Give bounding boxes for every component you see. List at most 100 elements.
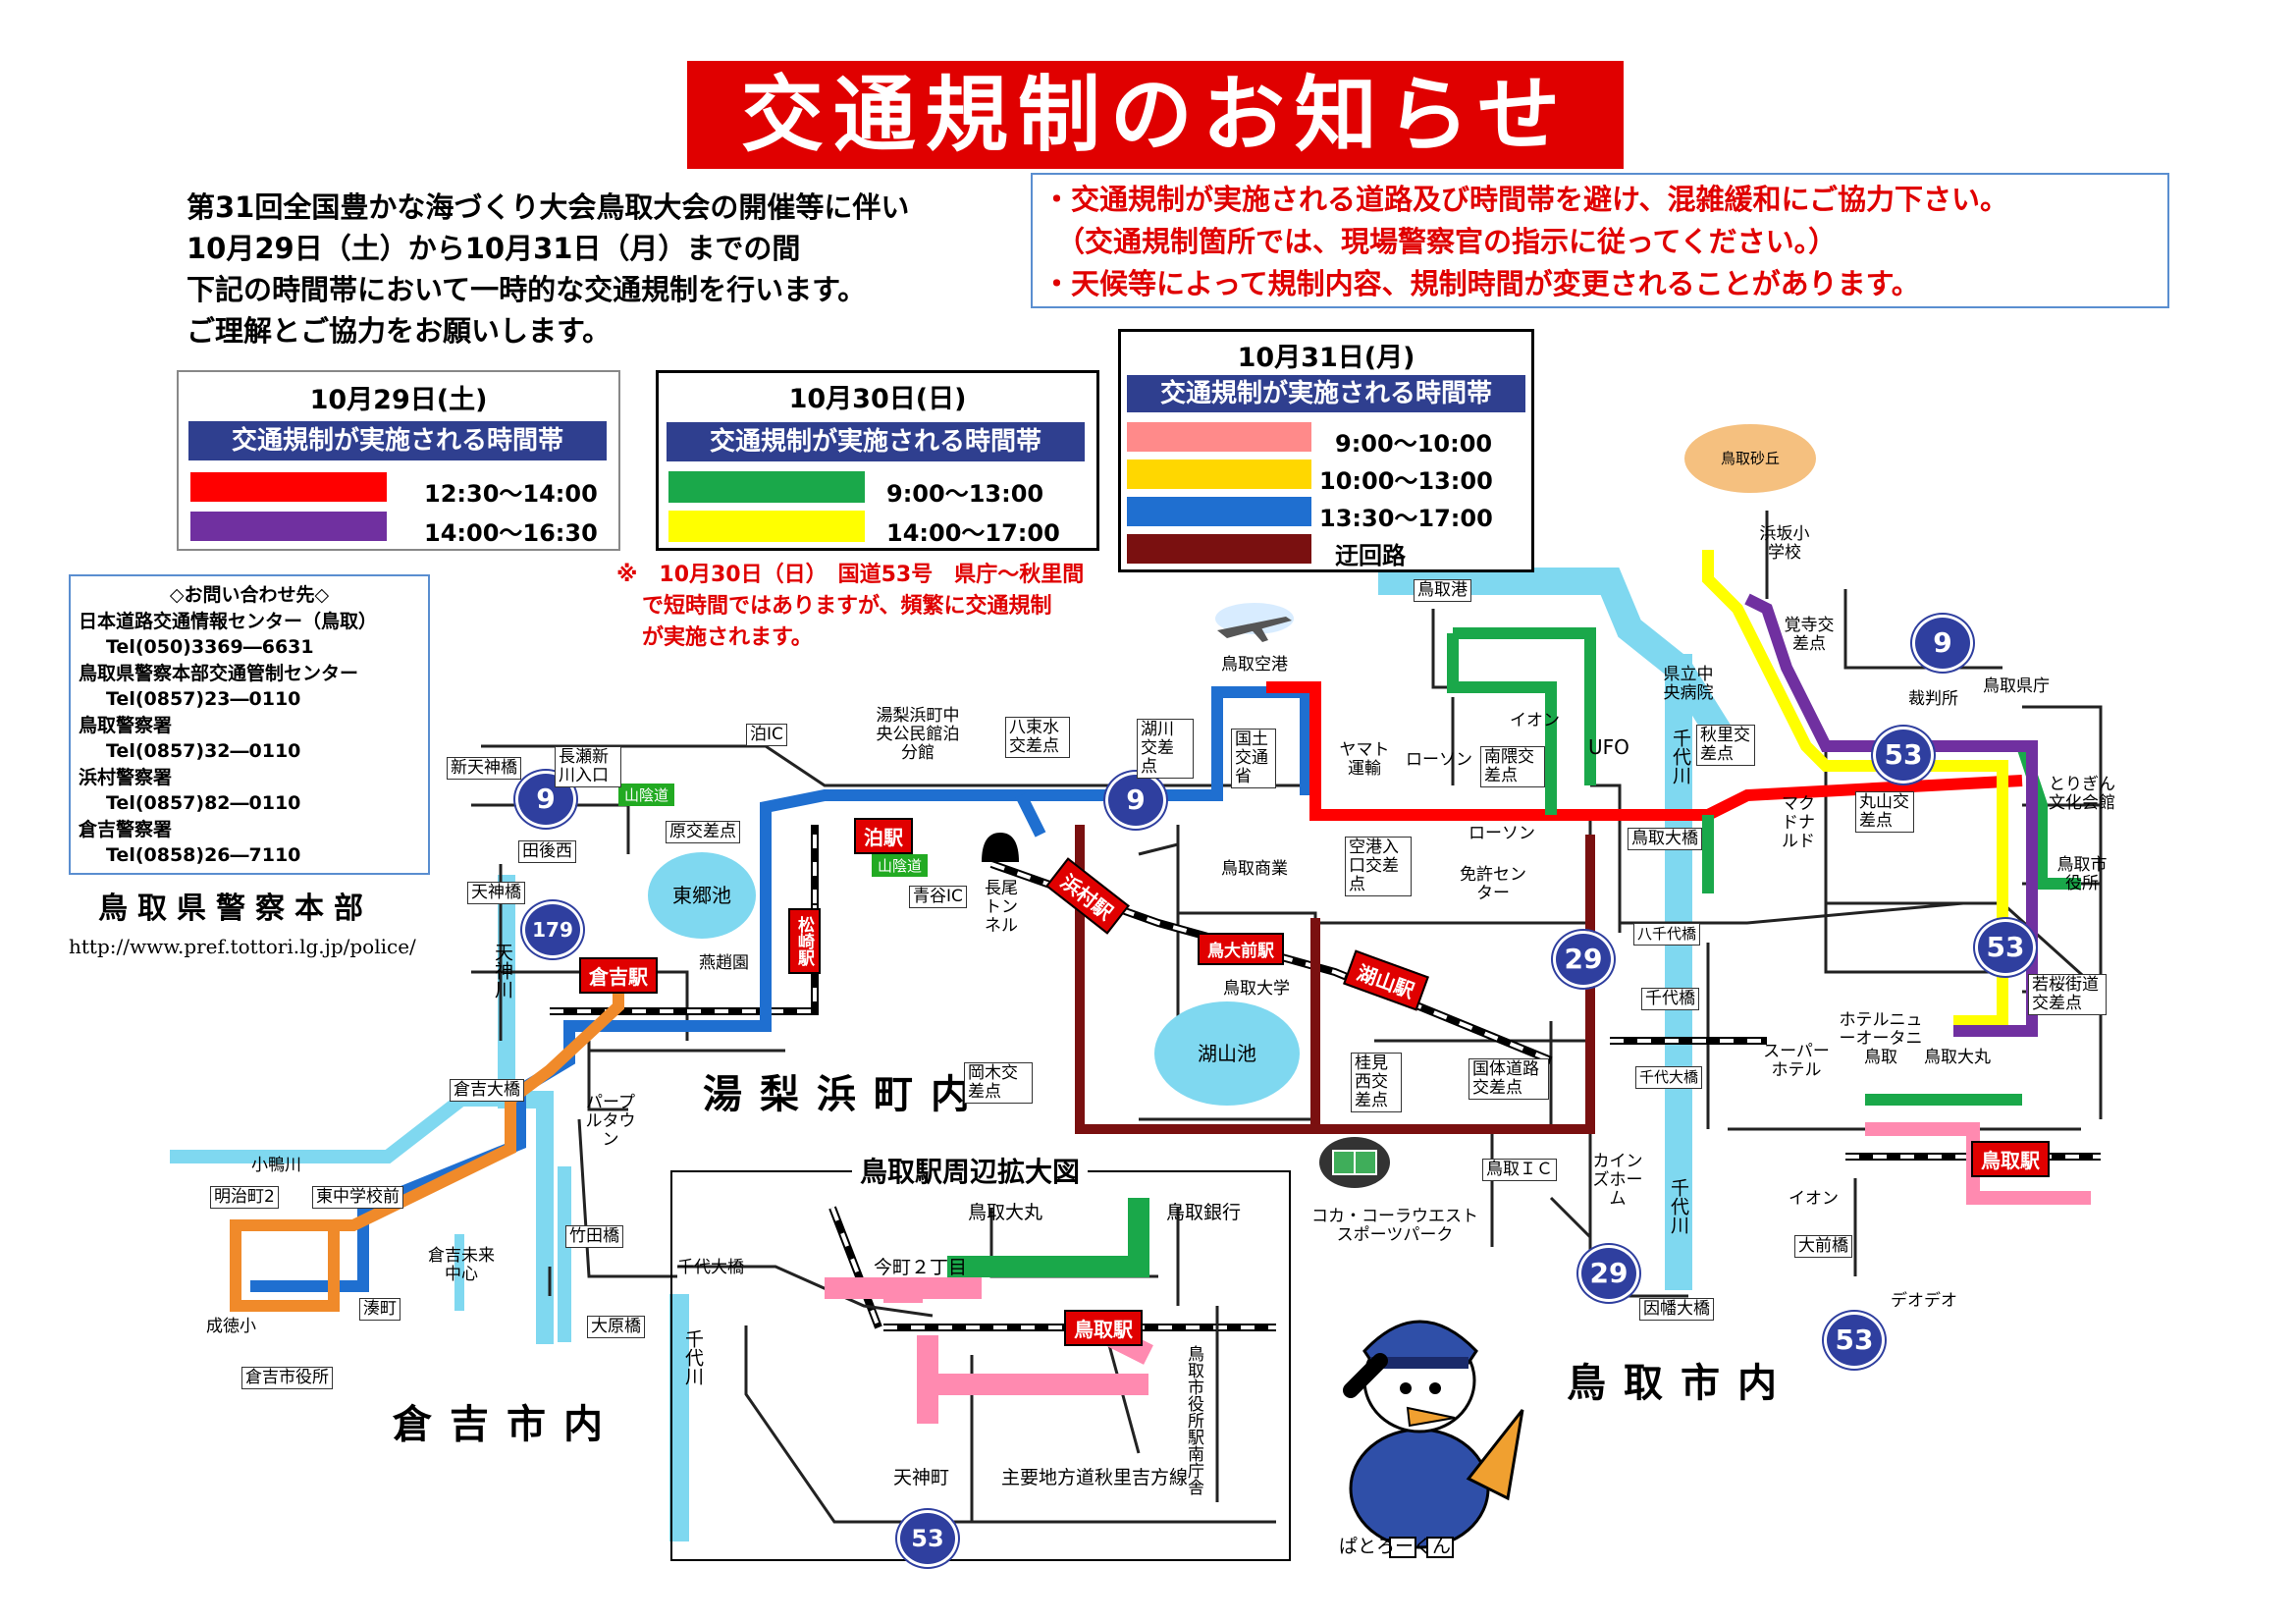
contact-name: 鳥取県警察本部交通管制センター [79, 662, 359, 684]
label-ohara: 大原橋 [587, 1316, 645, 1338]
label-wakasa: 若桜街道交差点 [2028, 974, 2107, 1015]
route-shield-9: 9 [1103, 770, 1168, 831]
note-line: で短時間ではありますが、頻繁に交通規制 [642, 594, 1052, 619]
label-aoya-ic: 青谷IC [909, 886, 967, 908]
label-meiji2: 明治町2 [210, 1186, 279, 1209]
notice-box: ・交通規制が実施される道路及び時間帯を避け、混雑緩和にご協力下さい。 （交通規制… [1031, 173, 2169, 308]
label-tawa: 田後西 [518, 840, 576, 863]
contact-box: ◇お問い合わせ先◇ 日本道路交通情報センター（鳥取） Tel(050)3369―… [69, 574, 430, 875]
note-line: ※ 10月30日（日） 国道53号 県庁～秋里間 [616, 563, 1085, 587]
label-yurihama-center: 湯梨浜町中央公民館泊分館 [876, 706, 960, 763]
label-chiyobashi: 千代橋 [1641, 988, 1699, 1010]
route-shield-53: 53 [1871, 725, 1936, 785]
label-daimaru: 鳥取大丸 [1924, 1048, 1991, 1067]
airplane-icon [1215, 603, 1294, 642]
label-hattosui: 八束水交差点 [1005, 717, 1070, 758]
swatch-blue [1127, 497, 1311, 526]
label-lawson-1: ローソン [1406, 750, 1472, 770]
legend-time: 13:30～17:00 [1319, 505, 1493, 532]
legend-time: 迂回路 [1335, 542, 1406, 569]
inset-label-bank: 鳥取銀行 [1166, 1202, 1242, 1223]
area-kurayoshi: 倉吉市内 [393, 1402, 620, 1447]
inset-label-imamachi: 今町２丁目 [874, 1257, 968, 1278]
label-shiyakusho: 鳥取市役所 [2056, 855, 2108, 893]
legend-header: 交通規制が実施される時間帯 [188, 421, 607, 460]
mascot-name: ぱとろーくん [1339, 1536, 1452, 1557]
route-shield-179: 179 [520, 899, 585, 960]
contact-heading: ◇お問い合わせ先◇ [169, 584, 330, 606]
label-chiyogawa-2: 千代川 [1668, 1178, 1689, 1234]
contact-name: 日本道路交通情報センター（鳥取） [79, 610, 378, 632]
label-kokutai: 国体道路交差点 [1468, 1058, 1549, 1100]
station-tottori: 鳥取駅 [1971, 1141, 2050, 1177]
intro-line: 第31回全国豊かな海づくり大会鳥取大会の開催等に伴い [187, 190, 910, 224]
label-tottori-shogyo: 鳥取商業 [1221, 859, 1288, 879]
contact-tel: Tel(0857)23―0110 [106, 688, 301, 710]
station-matsuzaki: 松崎駅 [788, 908, 821, 974]
intro-text: 第31回全国豊かな海づくり大会鳥取大会の開催等に伴い 10月29日（土）から10… [187, 187, 909, 351]
label-tomari-ic: 泊IC [746, 724, 787, 746]
label-tottori-ic: 鳥取ＩＣ [1482, 1159, 1557, 1181]
label-kenritsu: 県立中央病院 [1663, 665, 1714, 703]
swatch-purple [190, 512, 387, 541]
notice-line: ・天候等によって規制内容、規制時間が変更されることがあります。 [1042, 267, 1920, 300]
label-kurayoshi-mirai: 倉吉未来中心 [428, 1246, 495, 1284]
intro-line: ご理解とご協力をお願いします。 [187, 314, 612, 348]
label-yachiyobashi: 八千代橋 [1633, 923, 1701, 946]
notice-line: （交通規制箇所では、現場警察官の指示に従ってください。） [1056, 225, 1838, 258]
swatch-yellow [668, 511, 865, 542]
label-kurayoshi-shiyakusho: 倉吉市役所 [241, 1367, 333, 1389]
label-cainz: カインズホーム [1592, 1152, 1643, 1209]
inset-label-daimaru: 鳥取大丸 [968, 1202, 1043, 1223]
label-kukou-iriguchi: 空港入口交差点 [1345, 837, 1412, 896]
route-shield-9: 9 [513, 769, 578, 830]
route-oct30-green [1447, 627, 2081, 1106]
legend-time: 14:00～16:30 [424, 519, 598, 547]
inset-label-ekiminami: 鳥取市役所駅南庁舎 [1184, 1345, 1203, 1495]
label-aeon-2: イオン [1789, 1189, 1839, 1209]
label-okagi: 岡木交差点 [964, 1062, 1033, 1104]
inset-label-route: 主要地方道秋里吉方線 [1001, 1467, 1189, 1488]
intro-line: 下記の時間帯において一時的な交通規制を行います。 [187, 273, 867, 306]
station-tomari: 泊駅 [854, 818, 913, 854]
label-shintenjinbashi: 新天神橋 [447, 757, 521, 780]
label-tenjingawa: 天神川 [492, 943, 513, 999]
label-ufo: UFO [1588, 735, 1629, 759]
legend-date: 10月29日(土) [309, 385, 488, 415]
label-aeon-1: イオン [1510, 711, 1560, 730]
inset-label-chiyogawa: 千代川 [682, 1329, 704, 1385]
legend-oct29: 10月29日(土) 交通規制が実施される時間帯 12:30～14:00 14:0… [177, 370, 620, 551]
contact-name: 鳥取警察署 [79, 714, 173, 736]
swatch-gold [1127, 460, 1311, 489]
area-tottori: 鳥取市内 [1567, 1361, 1794, 1406]
inset-label-tenjin: 天神町 [893, 1467, 950, 1488]
label-coca-cola-park: コカ・コーラウエストスポーツパーク [1311, 1207, 1478, 1245]
label-hotel-new-otani: ホテルニューオータニ鳥取 [1839, 1010, 1923, 1067]
label-saibansho: 裁判所 [1908, 689, 1958, 709]
legend-time: 14:00～17:00 [886, 519, 1060, 547]
label-tottori-univ: 鳥取大学 [1223, 979, 1290, 999]
label-seitoku: 成徳小 [206, 1317, 256, 1336]
station-tottori-inset: 鳥取駅 [1064, 1310, 1143, 1346]
legend-oct30: 10月30日(日) 交通規制が実施される時間帯 9:00～13:00 14:00… [656, 370, 1099, 551]
notice-line: ・交通規制が実施される道路及び時間帯を避け、混雑緩和にご協力下さい。 [1042, 183, 2008, 216]
label-kakuji: 覚寺交差点 [1784, 616, 1835, 654]
legend-time: 9:00～13:00 [886, 480, 1044, 508]
police-url[interactable]: http://www.pref.tottori.lg.jp/police/ [69, 935, 416, 958]
label-macdonald: マクドナルド [1782, 794, 1815, 851]
inset-label-sengyodai: 千代大橋 [677, 1258, 744, 1277]
contact-tel: Tel(0857)32―0110 [106, 740, 301, 762]
label-super-hotel: スーパーホテル [1763, 1042, 1830, 1080]
route-shield-53: 53 [1822, 1310, 1887, 1371]
station-todaimae: 鳥大前駅 [1198, 933, 1284, 965]
route-shield-29: 29 [1576, 1243, 1641, 1304]
area-yurihama: 湯梨浜町内 [703, 1072, 988, 1117]
label-nankou: 南隈交差点 [1480, 746, 1545, 787]
label-inaba: 因幡大橋 [1639, 1298, 1714, 1321]
label-higashi-chugaku: 東中学校前 [312, 1186, 403, 1209]
swatch-detour [1127, 534, 1311, 564]
legend-date: 10月31日(月) [1237, 343, 1415, 373]
label-yamato: ヤマト運輸 [1339, 740, 1390, 779]
route-oct29-red [1266, 681, 2023, 821]
contact-tel: Tel(0858)26―7110 [106, 844, 301, 866]
